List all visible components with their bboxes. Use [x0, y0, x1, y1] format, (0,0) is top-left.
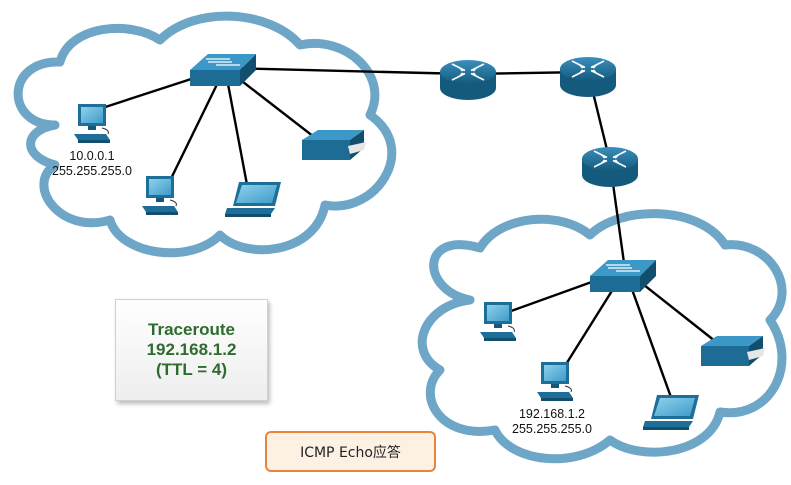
traceroute-title: Traceroute [148, 320, 235, 339]
cloud-left-icon [13, 11, 397, 258]
router-2-icon[interactable] [559, 56, 617, 98]
icmp-echo-reply-label: ICMP Echo应答 [300, 444, 401, 461]
traceroute-target: 192.168.1.2 [146, 340, 237, 359]
traceroute-ttl: (TTL = 4) [156, 360, 227, 379]
pc-left-2-icon[interactable] [141, 176, 179, 216]
router-3-icon[interactable] [581, 146, 639, 188]
router-1-icon[interactable] [439, 59, 497, 101]
traceroute-box: Traceroute 192.168.1.2 (TTL = 4) [115, 299, 268, 401]
left-pc-mask-label: 255.255.255.0 [52, 164, 132, 178]
pc-right-1-icon[interactable] [479, 302, 517, 342]
left-pc-ip-label: 10.0.0.1 [69, 149, 114, 163]
link-switch-laptop1 [223, 67, 250, 191]
link-switch-router1 [224, 66, 468, 76]
pc-right-2-icon[interactable] [536, 362, 574, 402]
right-pc-ip-label: 192.168.1.2 [519, 407, 585, 421]
right-pc-mask-label: 255.255.255.0 [512, 422, 592, 436]
link-switch-pc2 [161, 67, 227, 196]
pc-left-1-icon[interactable] [73, 104, 111, 144]
icmp-echo-reply-box: ICMP Echo应答 [265, 431, 436, 472]
